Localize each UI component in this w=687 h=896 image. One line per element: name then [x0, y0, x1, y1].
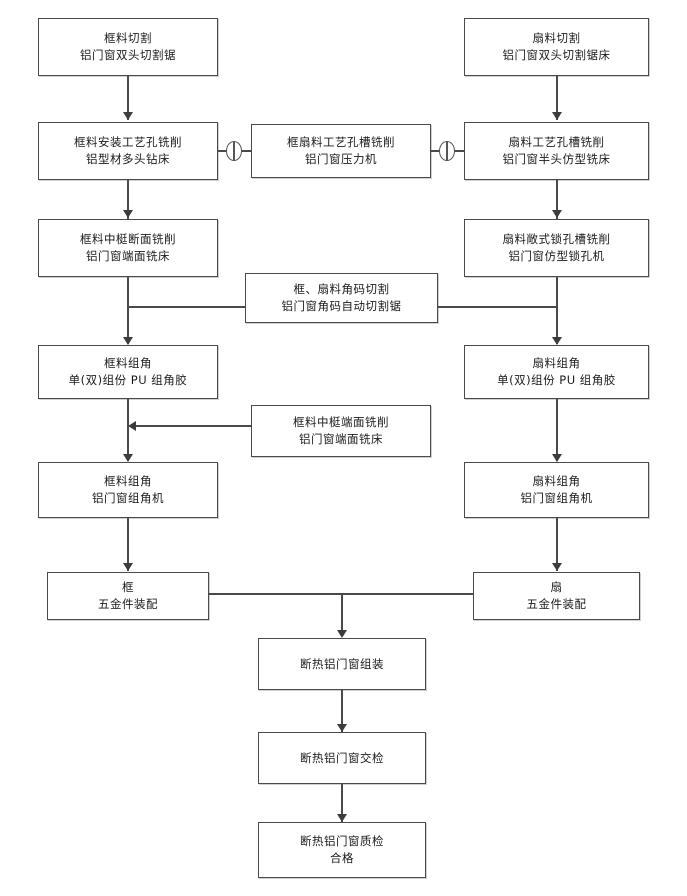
- node-corner-cut-line1: 框、扇料角码切割: [293, 282, 390, 297]
- arrowhead-sash-profile-mill: [552, 210, 562, 218]
- node-press-machine[interactable]: 框扇料工艺孔槽铣削 铝门窗压力机: [251, 124, 431, 178]
- node-frame-corner-machine[interactable]: 框料组角 铝门窗组角机: [38, 462, 218, 518]
- arrowhead-final-qc: [337, 814, 347, 822]
- connector-sashmill-to-profile: [556, 180, 558, 219]
- node-frame-corner-glue-line2: 单(双)组份 PU 组角胶: [68, 373, 188, 387]
- node-press-machine-line2: 铝门窗压力机: [305, 152, 377, 166]
- arrowhead-assembly: [337, 630, 347, 638]
- node-final-qc[interactable]: 断热铝门窗质检 合格: [258, 822, 426, 878]
- node-sash-hardware-line1: 扇: [550, 580, 563, 595]
- node-sash-hardware[interactable]: 扇 五金件装配: [473, 572, 640, 620]
- connector-sash-cut-to-mill: [556, 76, 558, 120]
- node-frame-drill[interactable]: 框料安装工艺孔铣削 铝型材多头钻床: [38, 122, 218, 180]
- node-frame-hardware-line2: 五金件装配: [98, 597, 158, 611]
- node-sash-profile-mill-line1: 扇料敞式锁孔槽铣削: [502, 232, 611, 247]
- arrowhead-frame-corner-glue: [123, 337, 133, 345]
- connector-sashcm-down: [556, 518, 558, 571]
- node-sash-mill-line1: 扇料工艺孔槽铣削: [508, 135, 605, 150]
- node-frame-corner-glue[interactable]: 框料组角 单(双)组份 PU 组角胶: [38, 345, 218, 399]
- node-sash-profile-mill-line2: 铝门窗仿型锁孔机: [508, 249, 605, 263]
- arrowhead-sash-corner-glue: [552, 337, 562, 345]
- node-press-machine-line1: 框扇料工艺孔槽铣削: [287, 135, 395, 150]
- junction-left-icon: [226, 140, 242, 161]
- node-frame-end-mill[interactable]: 框料中梃断面铣削 铝门窗端面铣床: [38, 219, 218, 277]
- arrowhead-frame-drill: [123, 112, 133, 120]
- node-frame-end-mill-line2: 铝门窗端面铣床: [86, 249, 170, 263]
- node-frame-cut-line2: 铝门窗双头切割锯: [80, 48, 176, 62]
- node-sash-corner-glue-line1: 扇料组角: [532, 356, 581, 371]
- connector-inspection-to-qc: [341, 784, 343, 822]
- node-assembly-line1: 断热铝门窗组装: [300, 656, 384, 671]
- arrowhead-sash-mill: [552, 112, 562, 120]
- node-frame-cut[interactable]: 框料切割 铝门窗双头切割锯: [38, 18, 218, 76]
- node-frame-cut-line1: 框料切割: [104, 31, 152, 46]
- node-frame-hardware-line1: 框: [122, 580, 134, 595]
- arrowhead-inspection: [337, 724, 347, 732]
- node-assembly[interactable]: 断热铝门窗组装: [258, 638, 426, 690]
- arrowhead-frame-hardware: [123, 563, 133, 571]
- node-frame-corner-glue-line1: 框料组角: [104, 356, 152, 371]
- node-inspection-line1: 断热铝门窗交检: [300, 750, 384, 765]
- node-mid-end-mill-line2: 铝门窗端面铣床: [299, 432, 383, 446]
- node-sash-corner-machine[interactable]: 扇料组角 铝门窗组角机: [464, 462, 649, 518]
- node-frame-drill-line2: 铝型材多头钻床: [86, 152, 170, 166]
- node-sash-cut-line1: 扇料切割: [532, 31, 581, 46]
- node-frame-corner-machine-line2: 铝门窗组角机: [92, 491, 164, 505]
- connector-frame-cut-to-drill: [127, 76, 129, 120]
- junction-right-icon: [439, 140, 455, 161]
- node-sash-corner-machine-line1: 扇料组角: [532, 474, 581, 489]
- connector-framecm-down: [127, 518, 129, 571]
- connector-assembly-to-inspection: [341, 690, 343, 732]
- node-frame-drill-line1: 框料安装工艺孔铣削: [74, 135, 182, 150]
- arrowhead-midmill-left: [128, 421, 136, 431]
- connector-merge-down: [341, 593, 343, 636]
- node-frame-end-mill-line1: 框料中梃断面铣削: [80, 232, 176, 247]
- connector-frameglue-down: [127, 399, 129, 461]
- node-sash-corner-glue-line2: 单(双)组份 PU 组角胶: [497, 373, 616, 387]
- node-sash-corner-glue[interactable]: 扇料组角 单(双)组份 PU 组角胶: [464, 345, 649, 399]
- node-corner-cut[interactable]: 框、扇料角码切割 铝门窗角码自动切割锯: [245, 273, 438, 323]
- connector-cornercut-to-left: [127, 306, 245, 308]
- node-sash-profile-mill[interactable]: 扇料敞式锁孔槽铣削 铝门窗仿型锁孔机: [464, 219, 649, 277]
- connector-drill-to-endmill: [127, 180, 129, 219]
- arrowhead-frame-end-mill: [123, 210, 133, 218]
- connector-midmill-to-left: [135, 425, 251, 427]
- node-corner-cut-line2: 铝门窗角码自动切割锯: [281, 299, 402, 313]
- node-final-qc-line2: 合格: [330, 851, 354, 865]
- node-sash-corner-machine-line2: 铝门窗组角机: [520, 491, 593, 505]
- node-sash-cut[interactable]: 扇料切割 铝门窗双头切割锯床: [464, 18, 649, 76]
- node-sash-cut-line2: 铝门窗双头切割锯床: [502, 48, 611, 62]
- node-sash-mill-line2: 铝门窗半头仿型铣床: [502, 152, 611, 166]
- node-mid-end-mill-line1: 框料中梃端面铣削: [293, 415, 389, 430]
- node-inspection[interactable]: 断热铝门窗交检: [258, 732, 426, 784]
- arrowhead-sash-hardware: [552, 563, 562, 571]
- node-frame-corner-machine-line1: 框料组角: [104, 474, 152, 489]
- connector-sashglue-down: [556, 399, 558, 461]
- node-frame-hardware[interactable]: 框 五金件装配: [47, 572, 209, 620]
- node-sash-hardware-line2: 五金件装配: [526, 597, 587, 611]
- connector-cornercut-to-right: [438, 306, 556, 308]
- node-sash-mill[interactable]: 扇料工艺孔槽铣削 铝门窗半头仿型铣床: [464, 122, 649, 180]
- node-final-qc-line1: 断热铝门窗质检: [300, 834, 384, 849]
- connector-endmill-down: [127, 277, 129, 344]
- arrowhead-sash-corner-machine: [552, 454, 562, 462]
- node-mid-end-mill[interactable]: 框料中梃端面铣削 铝门窗端面铣床: [251, 405, 431, 457]
- connector-profilemill-down: [556, 277, 558, 344]
- arrowhead-frame-corner-machine: [123, 454, 133, 462]
